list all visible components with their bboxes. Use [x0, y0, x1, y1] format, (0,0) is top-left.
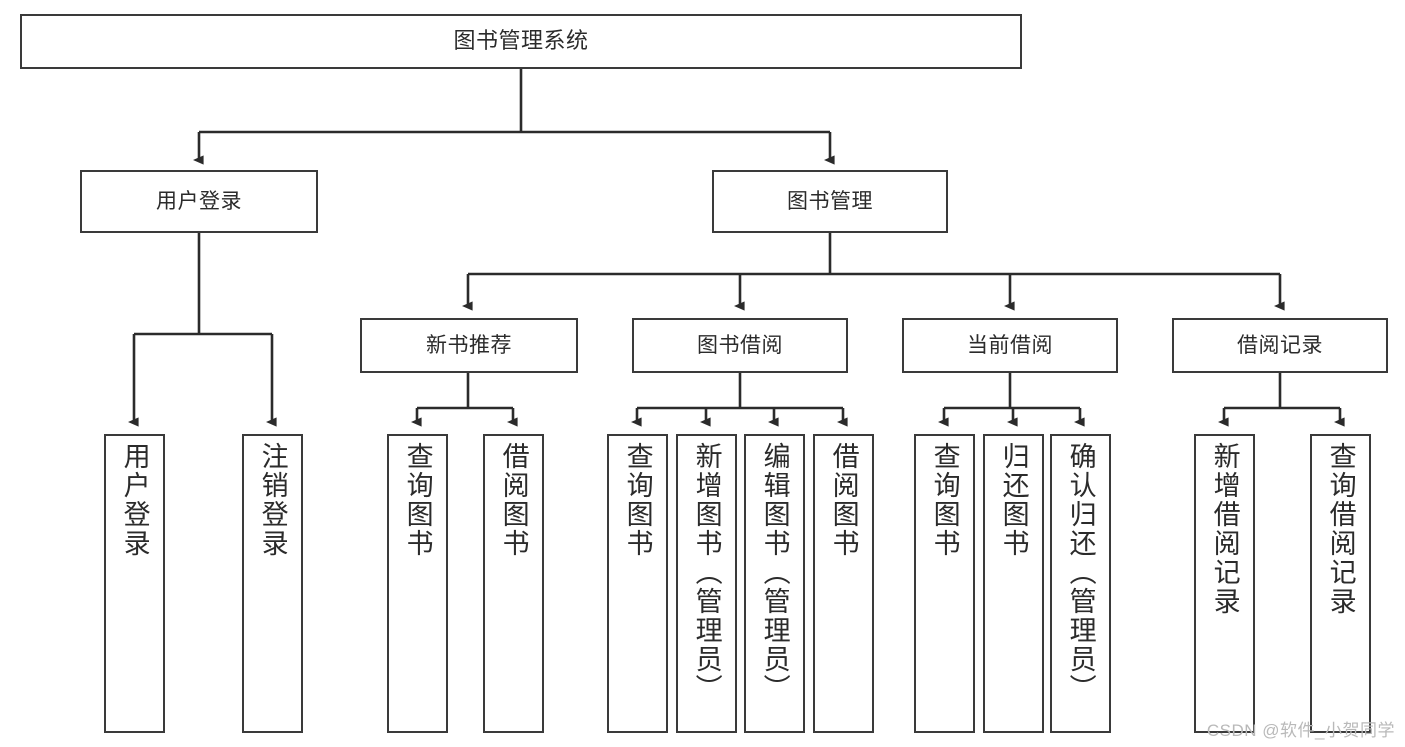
leaf-book-borrow-query-book[interactable]: 查询图书 [607, 434, 668, 733]
node-label: 图书借阅 [697, 333, 783, 357]
node-label: 归还图书 [998, 442, 1029, 558]
node-label: 借阅记录 [1237, 333, 1323, 357]
node-borrow-record[interactable]: 借阅记录 [1172, 318, 1388, 373]
node-label: 注销登录 [257, 442, 288, 558]
node-current-borrow[interactable]: 当前借阅 [902, 318, 1118, 373]
leaf-book-borrow-borrow-book[interactable]: 借阅图书 [813, 434, 874, 733]
node-book-management[interactable]: 图书管理 [712, 170, 948, 233]
node-user-login[interactable]: 用户登录 [80, 170, 318, 233]
leaf-new-book-borrow-book[interactable]: 借阅图书 [483, 434, 544, 733]
leaf-borrow-record-query-record[interactable]: 查询借阅记录 [1310, 434, 1371, 733]
node-label: 新增借阅记录 [1209, 442, 1240, 616]
node-label: 图书管理系统 [453, 28, 589, 54]
leaf-user-login-login[interactable]: 用户登录 [104, 434, 165, 733]
node-label: 确认归还（管理员） [1065, 442, 1096, 703]
node-label: 用户登录 [156, 189, 242, 213]
node-book-borrow[interactable]: 图书借阅 [632, 318, 848, 373]
node-label: 借阅图书 [828, 442, 859, 558]
node-label: 查询借阅记录 [1325, 442, 1356, 616]
node-label: 查询图书 [622, 442, 653, 558]
leaf-borrow-record-add-record[interactable]: 新增借阅记录 [1194, 434, 1255, 733]
node-label: 图书管理 [787, 189, 873, 213]
leaf-book-borrow-edit-book[interactable]: 编辑图书（管理员） [744, 434, 805, 733]
leaf-current-borrow-confirm-return[interactable]: 确认归还（管理员） [1050, 434, 1111, 733]
node-label: 查询图书 [402, 442, 433, 558]
node-label: 查询图书 [929, 442, 960, 558]
node-label: 新书推荐 [426, 333, 512, 357]
node-label: 借阅图书 [498, 442, 529, 558]
node-root-system[interactable]: 图书管理系统 [20, 14, 1022, 69]
leaf-current-borrow-return-book[interactable]: 归还图书 [983, 434, 1044, 733]
node-label: 用户登录 [119, 442, 150, 558]
watermark-text: CSDN @软件_小贺同学 [1206, 721, 1395, 740]
leaf-current-borrow-query-book[interactable]: 查询图书 [914, 434, 975, 733]
node-new-book-recommend[interactable]: 新书推荐 [360, 318, 578, 373]
leaf-user-login-logout[interactable]: 注销登录 [242, 434, 303, 733]
leaf-book-borrow-add-book[interactable]: 新增图书（管理员） [676, 434, 737, 733]
node-label: 新增图书（管理员） [691, 442, 722, 703]
node-label: 当前借阅 [967, 333, 1053, 357]
leaf-new-book-query-book[interactable]: 查询图书 [387, 434, 448, 733]
node-label: 编辑图书（管理员） [759, 442, 790, 703]
